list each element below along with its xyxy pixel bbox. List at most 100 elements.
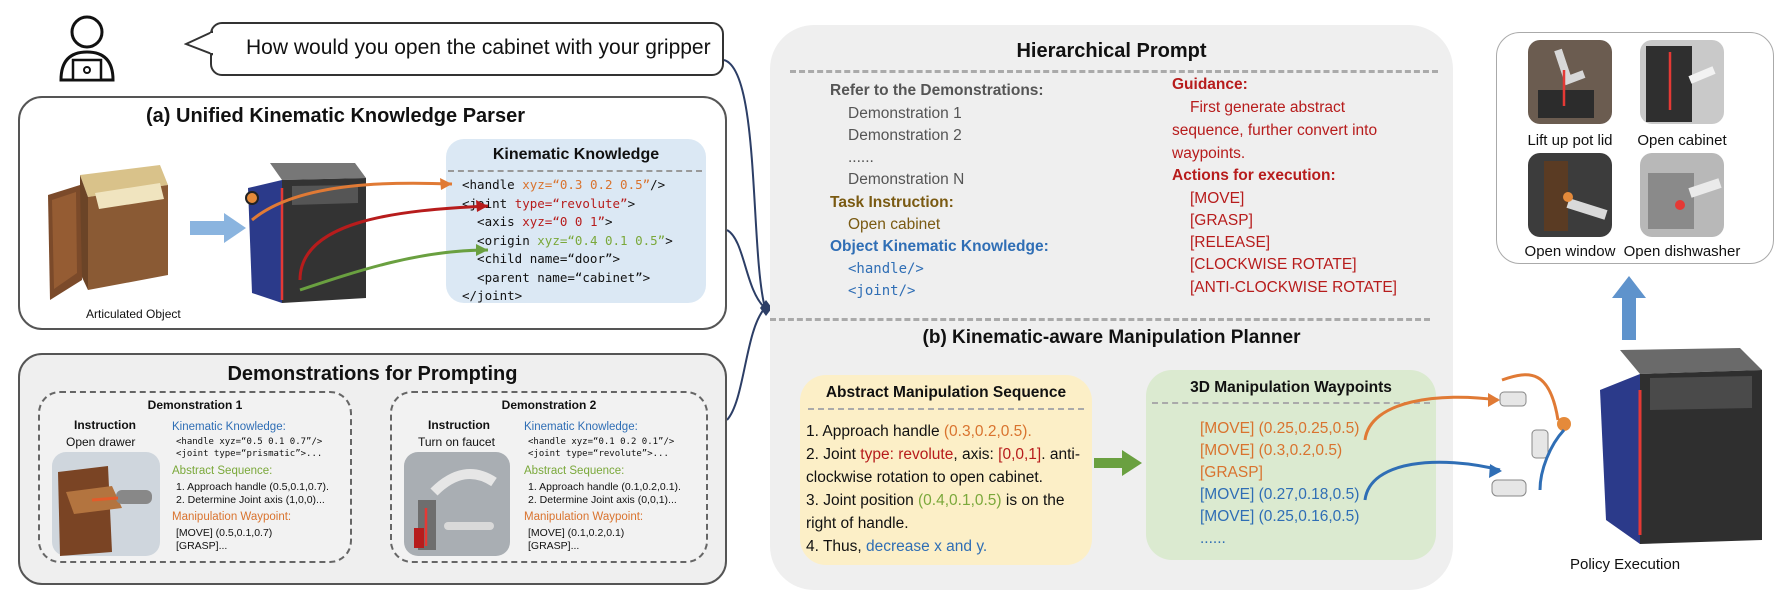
planner-title: (b) Kinematic-aware Manipulation Planner	[922, 327, 1301, 348]
demo1-drawer-image	[52, 452, 160, 556]
waypoint-item: [MOVE] (0.3,0.2,0.5)	[1200, 442, 1343, 459]
result-image-lift-lid	[1528, 40, 1612, 124]
demo2-wp-label: Manipulation Waypoint:	[524, 511, 644, 523]
seq-line: clockwise rotation to open cabinet.	[806, 469, 1043, 486]
query-text: How would you open the cabinet with your…	[246, 36, 711, 59]
query-bubble-tail	[184, 30, 214, 56]
demos-to-prompt-line	[726, 307, 766, 421]
kk-line: <handle xyz=“0.3 0.2 0.5”/>	[462, 177, 666, 192]
demo1-title: Demonstration 1	[147, 398, 243, 412]
demo2-wp-line: [GRASP]...	[528, 540, 580, 552]
waypoint-item: [GRASP]	[1200, 464, 1263, 481]
action-item: [CLOCKWISE ROTATE]	[1190, 256, 1357, 273]
demo1-seq-line: 2. Determine Joint axis (1,0,0)...	[176, 494, 325, 506]
result-label: Open window	[1524, 243, 1616, 260]
seq-line: 1. Approach handle (0.3,0.2,0.5).	[806, 423, 1032, 440]
waypoint-item: [MOVE] (0.25,0.25,0.5)	[1200, 420, 1360, 437]
guidance-line: waypoints.	[1172, 145, 1246, 162]
okk-label: Object Kinematic Knowledge:	[830, 238, 1049, 255]
seq-title: Abstract Manipulation Sequence	[825, 384, 1067, 401]
refer-label: Refer to the Demonstrations:	[830, 82, 1044, 99]
origin-link-arrow	[299, 248, 489, 292]
action-item: [RELEASE]	[1190, 234, 1271, 251]
blue-flow-arrow	[1363, 460, 1501, 501]
demo2-instruction: Turn on faucet	[418, 435, 495, 449]
sequence-to-waypoints-arrow-icon	[1094, 450, 1142, 476]
demo1-wp-line: [MOVE] (0.5,0.1,0.7)	[176, 527, 273, 539]
okk-line: <joint/>	[848, 283, 916, 299]
result-label: Open dishwasher	[1623, 243, 1741, 260]
panel-a-title: (a) Unified Kinematic Knowledge Parser	[146, 105, 525, 127]
demo-list-item: Demonstration 2	[848, 127, 962, 144]
orange-flow-arrow	[1363, 395, 1499, 441]
guidance-line: First generate abstract	[1190, 99, 1346, 116]
demos-title: Demonstrations for Prompting	[227, 363, 518, 385]
demo1-kk-line: <joint type=“prismatic”>...	[176, 449, 323, 459]
demo2-faucet-image	[404, 452, 510, 556]
demo2-wp-line: [MOVE] (0.1,0.2,0.1)	[528, 527, 625, 539]
parse-arrow-icon	[190, 213, 246, 243]
query-to-prompt-line	[723, 59, 766, 309]
axis-link-arrow	[298, 204, 489, 281]
waypoints-box	[1146, 370, 1436, 560]
prompt-title: Hierarchical Prompt	[1016, 40, 1207, 62]
kinematic-knowledge-box	[446, 139, 706, 303]
kk-line: <parent name=“cabinet”>	[462, 269, 651, 285]
seq-line: right of handle.	[806, 515, 909, 532]
waypoint-item: [MOVE] (0.25,0.16,0.5)	[1200, 508, 1360, 525]
demo2-instruction-label: Instruction	[428, 418, 490, 432]
wp-title: 3D Manipulation Waypoints	[1190, 379, 1392, 396]
demo2-title: Demonstration 2	[501, 398, 597, 412]
guidance-label: Guidance:	[1172, 76, 1248, 93]
demo1-seq-line: 1. Approach handle (0.5,0.1,0.7).	[176, 481, 329, 493]
policy-execution-image	[1491, 348, 1762, 544]
result-label: Open cabinet	[1637, 132, 1727, 149]
parser-to-prompt-line	[726, 229, 766, 309]
demo-list-item: Demonstration 1	[848, 105, 962, 122]
seq-body: 1. Approach handle (0.3,0.2,0.5). 2. Joi…	[806, 420, 1080, 558]
open-cabinet-image	[48, 165, 168, 300]
waypoint-item: ......	[1200, 530, 1226, 547]
action-item: [GRASP]	[1190, 212, 1253, 229]
kk-line: <origin xyz=“0.4 0.1 0.5”>	[462, 232, 673, 248]
demo1-wp-line: [GRASP]...	[176, 540, 228, 552]
demo1-seq-label: Abstract Sequence:	[172, 465, 273, 477]
wp-divider	[1152, 402, 1430, 404]
demo1-wp-label: Manipulation Waypoint:	[172, 511, 292, 523]
execution-to-results-arrow-icon	[1612, 276, 1646, 340]
seq-line: 3. Joint position (0.4,0.1,0.5) is on th…	[806, 492, 1065, 509]
demo2-kk-label: Kinematic Knowledge:	[524, 421, 638, 433]
kk-divider	[448, 170, 702, 172]
demo2-kk-line: <handle xyz=“0.1 0.2 0.1”/>	[528, 437, 675, 447]
action-item: [ANTI-CLOCKWISE ROTATE]	[1190, 279, 1397, 296]
kk-line: </joint>	[462, 288, 523, 303]
handle-link-arrow	[251, 181, 453, 222]
guidance-line: sequence, further convert into	[1172, 122, 1378, 139]
task-label: Task Instruction:	[830, 194, 954, 211]
kk-line: <axis xyz=“0 0 1”>	[462, 214, 613, 229]
demo2-seq-line: 1. Approach handle (0.1,0.2,0.1).	[528, 481, 681, 493]
task-text: Open cabinet	[848, 216, 941, 233]
policy-caption: Policy Execution	[1570, 556, 1681, 573]
seq-divider	[808, 408, 1084, 410]
result-image-open-window	[1528, 153, 1612, 237]
demo1-instruction-label: Instruction	[74, 418, 136, 432]
abstract-sequence-box	[800, 375, 1092, 565]
demo2-seq-label: Abstract Sequence:	[524, 465, 625, 477]
waypoint-item: [MOVE] (0.27,0.18,0.5)	[1200, 486, 1360, 503]
prompt-divider	[790, 70, 1438, 73]
result-label: Lift up pot lid	[1527, 132, 1613, 149]
seq-line: 4. Thus, decrease x and y.	[806, 538, 988, 555]
demo-list-item: Demonstration N	[848, 171, 965, 188]
kk-code: <handle xyz=“0.3 0.2 0.5”/> <joint type=…	[462, 176, 673, 306]
demo1-kk-line: <handle xyz=“0.5 0.1 0.7”/>	[176, 437, 323, 447]
cabinet-model-image	[245, 163, 366, 303]
action-item: [MOVE]	[1190, 190, 1245, 207]
okk-line: <handle/>	[848, 261, 924, 277]
demo1-instruction: Open drawer	[66, 435, 136, 449]
result-image-open-cabinet	[1640, 40, 1724, 124]
demo1-kk-label: Kinematic Knowledge:	[172, 421, 286, 433]
actions-label: Actions for execution:	[1172, 167, 1336, 184]
